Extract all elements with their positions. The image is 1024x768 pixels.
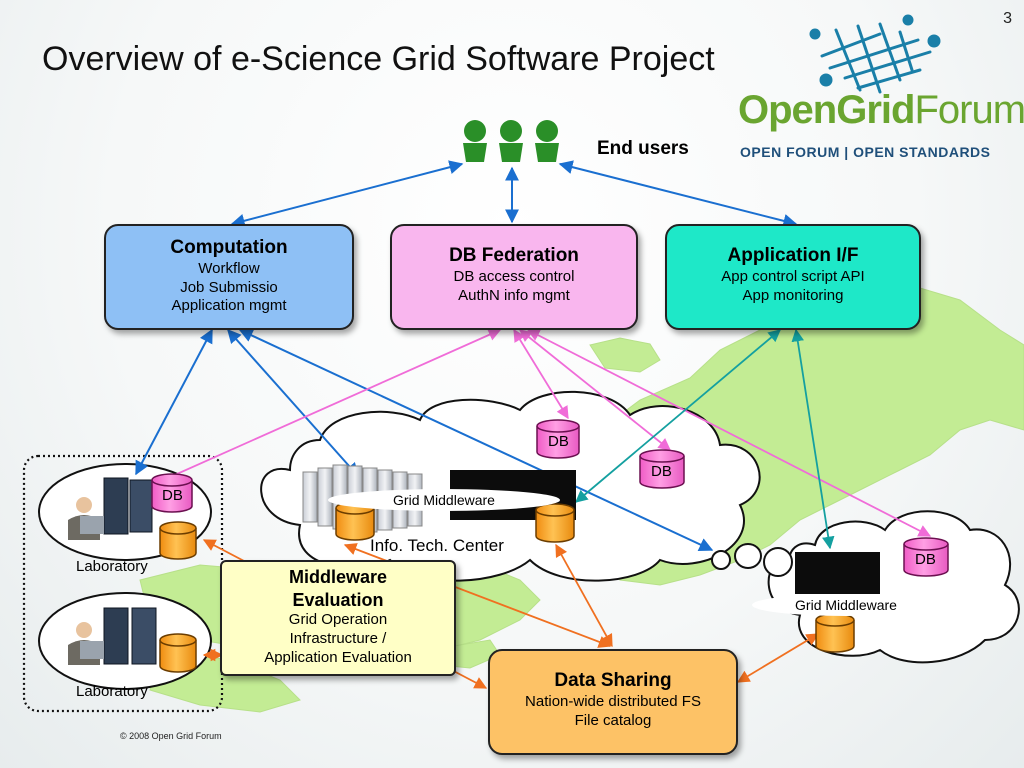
grid-middleware-itc: Grid Middleware bbox=[328, 489, 560, 511]
db-cylinder-pink-remote bbox=[903, 537, 949, 577]
db-label-itc-2: DB bbox=[651, 463, 672, 480]
application-if-box: Application I/F App control script API A… bbox=[665, 224, 921, 330]
db-federation-line-2: AuthN info mgmt bbox=[458, 286, 570, 304]
lab-1-servers bbox=[103, 477, 153, 535]
info-tech-center-label: Info. Tech. Center bbox=[370, 536, 504, 555]
middleware-eval-title-1: Middleware bbox=[288, 567, 388, 587]
application-if-line-2: App monitoring bbox=[742, 286, 844, 304]
middleware-eval-line-3: Application Evaluation bbox=[264, 648, 412, 666]
page-number: 3 bbox=[1003, 10, 1012, 27]
cluster-black-2 bbox=[795, 552, 880, 594]
db-cylinder-pink-lab bbox=[151, 473, 193, 513]
application-if-line-1: App control script API bbox=[721, 267, 865, 285]
end-users-icon bbox=[463, 120, 559, 162]
db-cylinder-pink-itc1 bbox=[536, 419, 580, 459]
middleware-eval-line-1: Grid Operation bbox=[288, 611, 388, 628]
middleware-evaluation-box: Middleware Evaluation Grid Operation Inf… bbox=[220, 560, 456, 676]
middleware-eval-title-2: Evaluation bbox=[292, 589, 384, 610]
teal-arrows bbox=[575, 328, 835, 550]
data-sharing-line-2: File catalog bbox=[574, 711, 652, 729]
lab-person-icon-1 bbox=[68, 497, 104, 540]
ogf-logo-text: OpenGridForum bbox=[738, 88, 1024, 133]
data-sharing-box: Data Sharing Nation-wide distributed FS … bbox=[488, 649, 738, 755]
ogf-grid-logo bbox=[809, 14, 941, 94]
ogf-logo-grid: Grid bbox=[836, 88, 915, 132]
db-cylinder-orange-lab1 bbox=[159, 521, 197, 560]
slide-title: Overview of e-Science Grid Software Proj… bbox=[42, 40, 715, 78]
db-federation-title: DB Federation bbox=[449, 245, 579, 266]
application-if-title: Application I/F bbox=[727, 245, 859, 266]
ogf-logo-forum: Forum bbox=[914, 88, 1024, 132]
lab-person-icon-2 bbox=[68, 622, 104, 665]
copyright: © 2008 Open Grid Forum bbox=[120, 731, 222, 741]
db-federation-box: DB Federation DB access control AuthN in… bbox=[390, 224, 638, 330]
computation-title: Computation bbox=[170, 237, 288, 258]
db-cylinder-orange-lab2 bbox=[159, 633, 197, 673]
ogf-logo-open: Open bbox=[738, 88, 837, 132]
db-label-remote: DB bbox=[915, 551, 936, 568]
lab-2-servers bbox=[103, 607, 157, 665]
db-cylinder-orange-itc2 bbox=[535, 503, 575, 543]
grid-middleware-remote: Grid Middleware bbox=[752, 594, 940, 616]
data-sharing-line-1: Nation-wide distributed FS bbox=[525, 692, 701, 710]
computation-box: Computation Workflow Job Submissio Appli… bbox=[104, 224, 354, 330]
ogf-tagline: OPEN FORUM | OPEN STANDARDS bbox=[740, 144, 991, 160]
db-cylinder-pink-itc2 bbox=[639, 449, 685, 489]
end-users-label: End users bbox=[597, 138, 689, 159]
laboratory-label-2: Laboratory bbox=[76, 683, 148, 700]
computation-line-1: Workflow bbox=[198, 259, 260, 277]
computation-line-2: Job Submissio bbox=[180, 278, 278, 296]
middleware-eval-line-2: Infrastructure / bbox=[289, 629, 387, 647]
computation-line-3: Application mgmt bbox=[171, 297, 287, 315]
data-sharing-title: Data Sharing bbox=[554, 670, 672, 691]
db-label-lab: DB bbox=[162, 487, 183, 504]
db-cylinder-orange-remote bbox=[815, 613, 855, 653]
db-federation-line-1: DB access control bbox=[453, 267, 575, 285]
laboratory-label-1: Laboratory bbox=[76, 558, 148, 575]
db-label-itc-1: DB bbox=[548, 433, 569, 450]
